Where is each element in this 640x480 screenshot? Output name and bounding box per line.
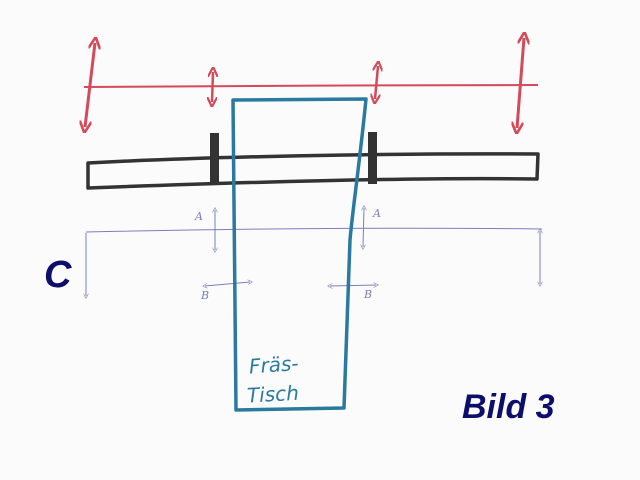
bar-clamp-left (210, 133, 219, 185)
measure-horizontal-line (85, 227, 543, 233)
measure-arrow-a-right (363, 208, 364, 247)
milling-table-outline (231, 97, 368, 412)
marker-b-left: B (200, 289, 209, 302)
red-arrow-right-inner (375, 66, 378, 99)
milling-table-label-line2: Tisch (246, 381, 299, 408)
bar-clamp-right (368, 132, 377, 184)
measure-arrow-b-left (205, 282, 250, 286)
milling-table: Fräs- Tisch (231, 97, 368, 412)
measure-arrow-b-right (330, 285, 376, 286)
marker-a-right: A (372, 207, 381, 220)
workpiece-bar (86, 132, 540, 190)
label-c: C (44, 254, 72, 296)
measure-lines: A A B B (86, 207, 542, 302)
red-arrow-left-inner (212, 72, 213, 102)
red-arrow-right-outer (517, 38, 524, 128)
marker-a-left: A (194, 210, 203, 223)
figure-label: Bild 3 (462, 388, 555, 426)
red-arrow-left-outer (85, 43, 95, 127)
marker-b-right: B (363, 288, 372, 301)
milling-table-label-line1: Fräs- (248, 351, 299, 378)
bar-outline (86, 152, 540, 190)
red-reference-line (83, 84, 539, 88)
red-reference-group (83, 38, 539, 128)
